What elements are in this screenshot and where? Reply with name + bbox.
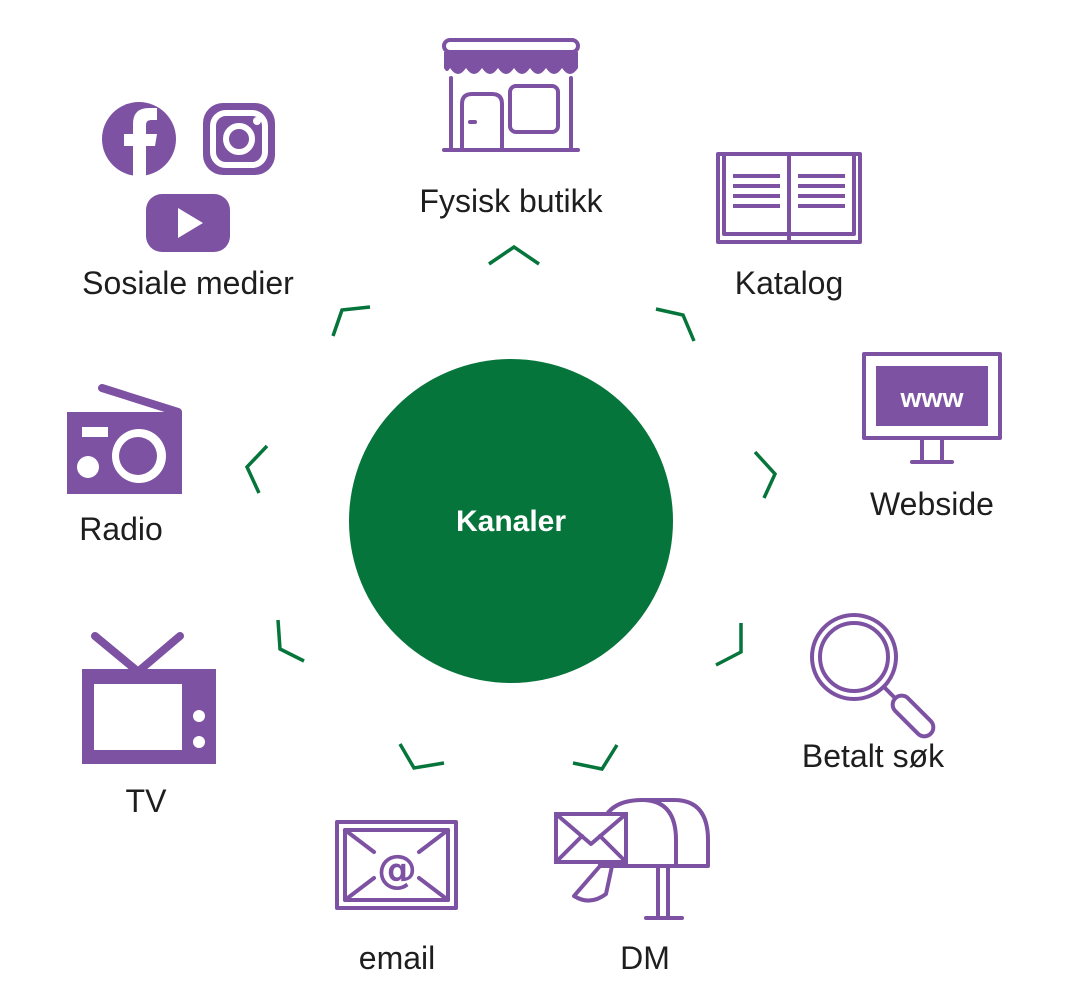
label-email: email — [359, 940, 435, 976]
storefront-icon — [442, 38, 580, 152]
envelope-at-icon: @ — [335, 820, 458, 910]
chevron-left — [244, 444, 269, 494]
chevron-ring — [244, 244, 778, 771]
label-webside: Webside — [870, 486, 994, 522]
instagram-icon — [203, 103, 275, 175]
chevron-top — [488, 244, 540, 266]
at-sign-text: @ — [377, 847, 417, 893]
chevron-lower-left — [276, 619, 305, 663]
label-sosiale-medier: Sosiale medier — [82, 265, 294, 301]
label-dm: DM — [620, 940, 670, 976]
chevron-bottom-left — [398, 743, 445, 770]
mailbox-icon — [554, 798, 710, 920]
label-fysisk-butikk: Fysisk butikk — [419, 183, 603, 219]
monitor-www-icon: www — [862, 352, 1002, 464]
youtube-icon — [146, 194, 230, 252]
chevron-lower-right — [715, 623, 743, 667]
label-radio: Radio — [79, 511, 163, 547]
label-tv: TV — [126, 783, 168, 819]
social-media-icon — [102, 102, 275, 252]
magnifier-icon — [810, 613, 936, 739]
chevron-top-left — [331, 305, 371, 337]
label-betalt-sok: Betalt søk — [802, 738, 945, 774]
label-katalog: Katalog — [735, 265, 844, 301]
chevron-top-right — [655, 307, 696, 342]
www-text: www — [899, 383, 964, 413]
chevron-bottom-right — [572, 744, 619, 771]
open-book-icon — [716, 152, 862, 244]
tv-icon — [82, 632, 216, 764]
center-label: Kanaler — [456, 505, 566, 538]
facebook-icon — [102, 102, 176, 176]
chevron-right — [753, 450, 778, 499]
radio-icon — [67, 384, 182, 494]
center-circle — [349, 359, 673, 683]
